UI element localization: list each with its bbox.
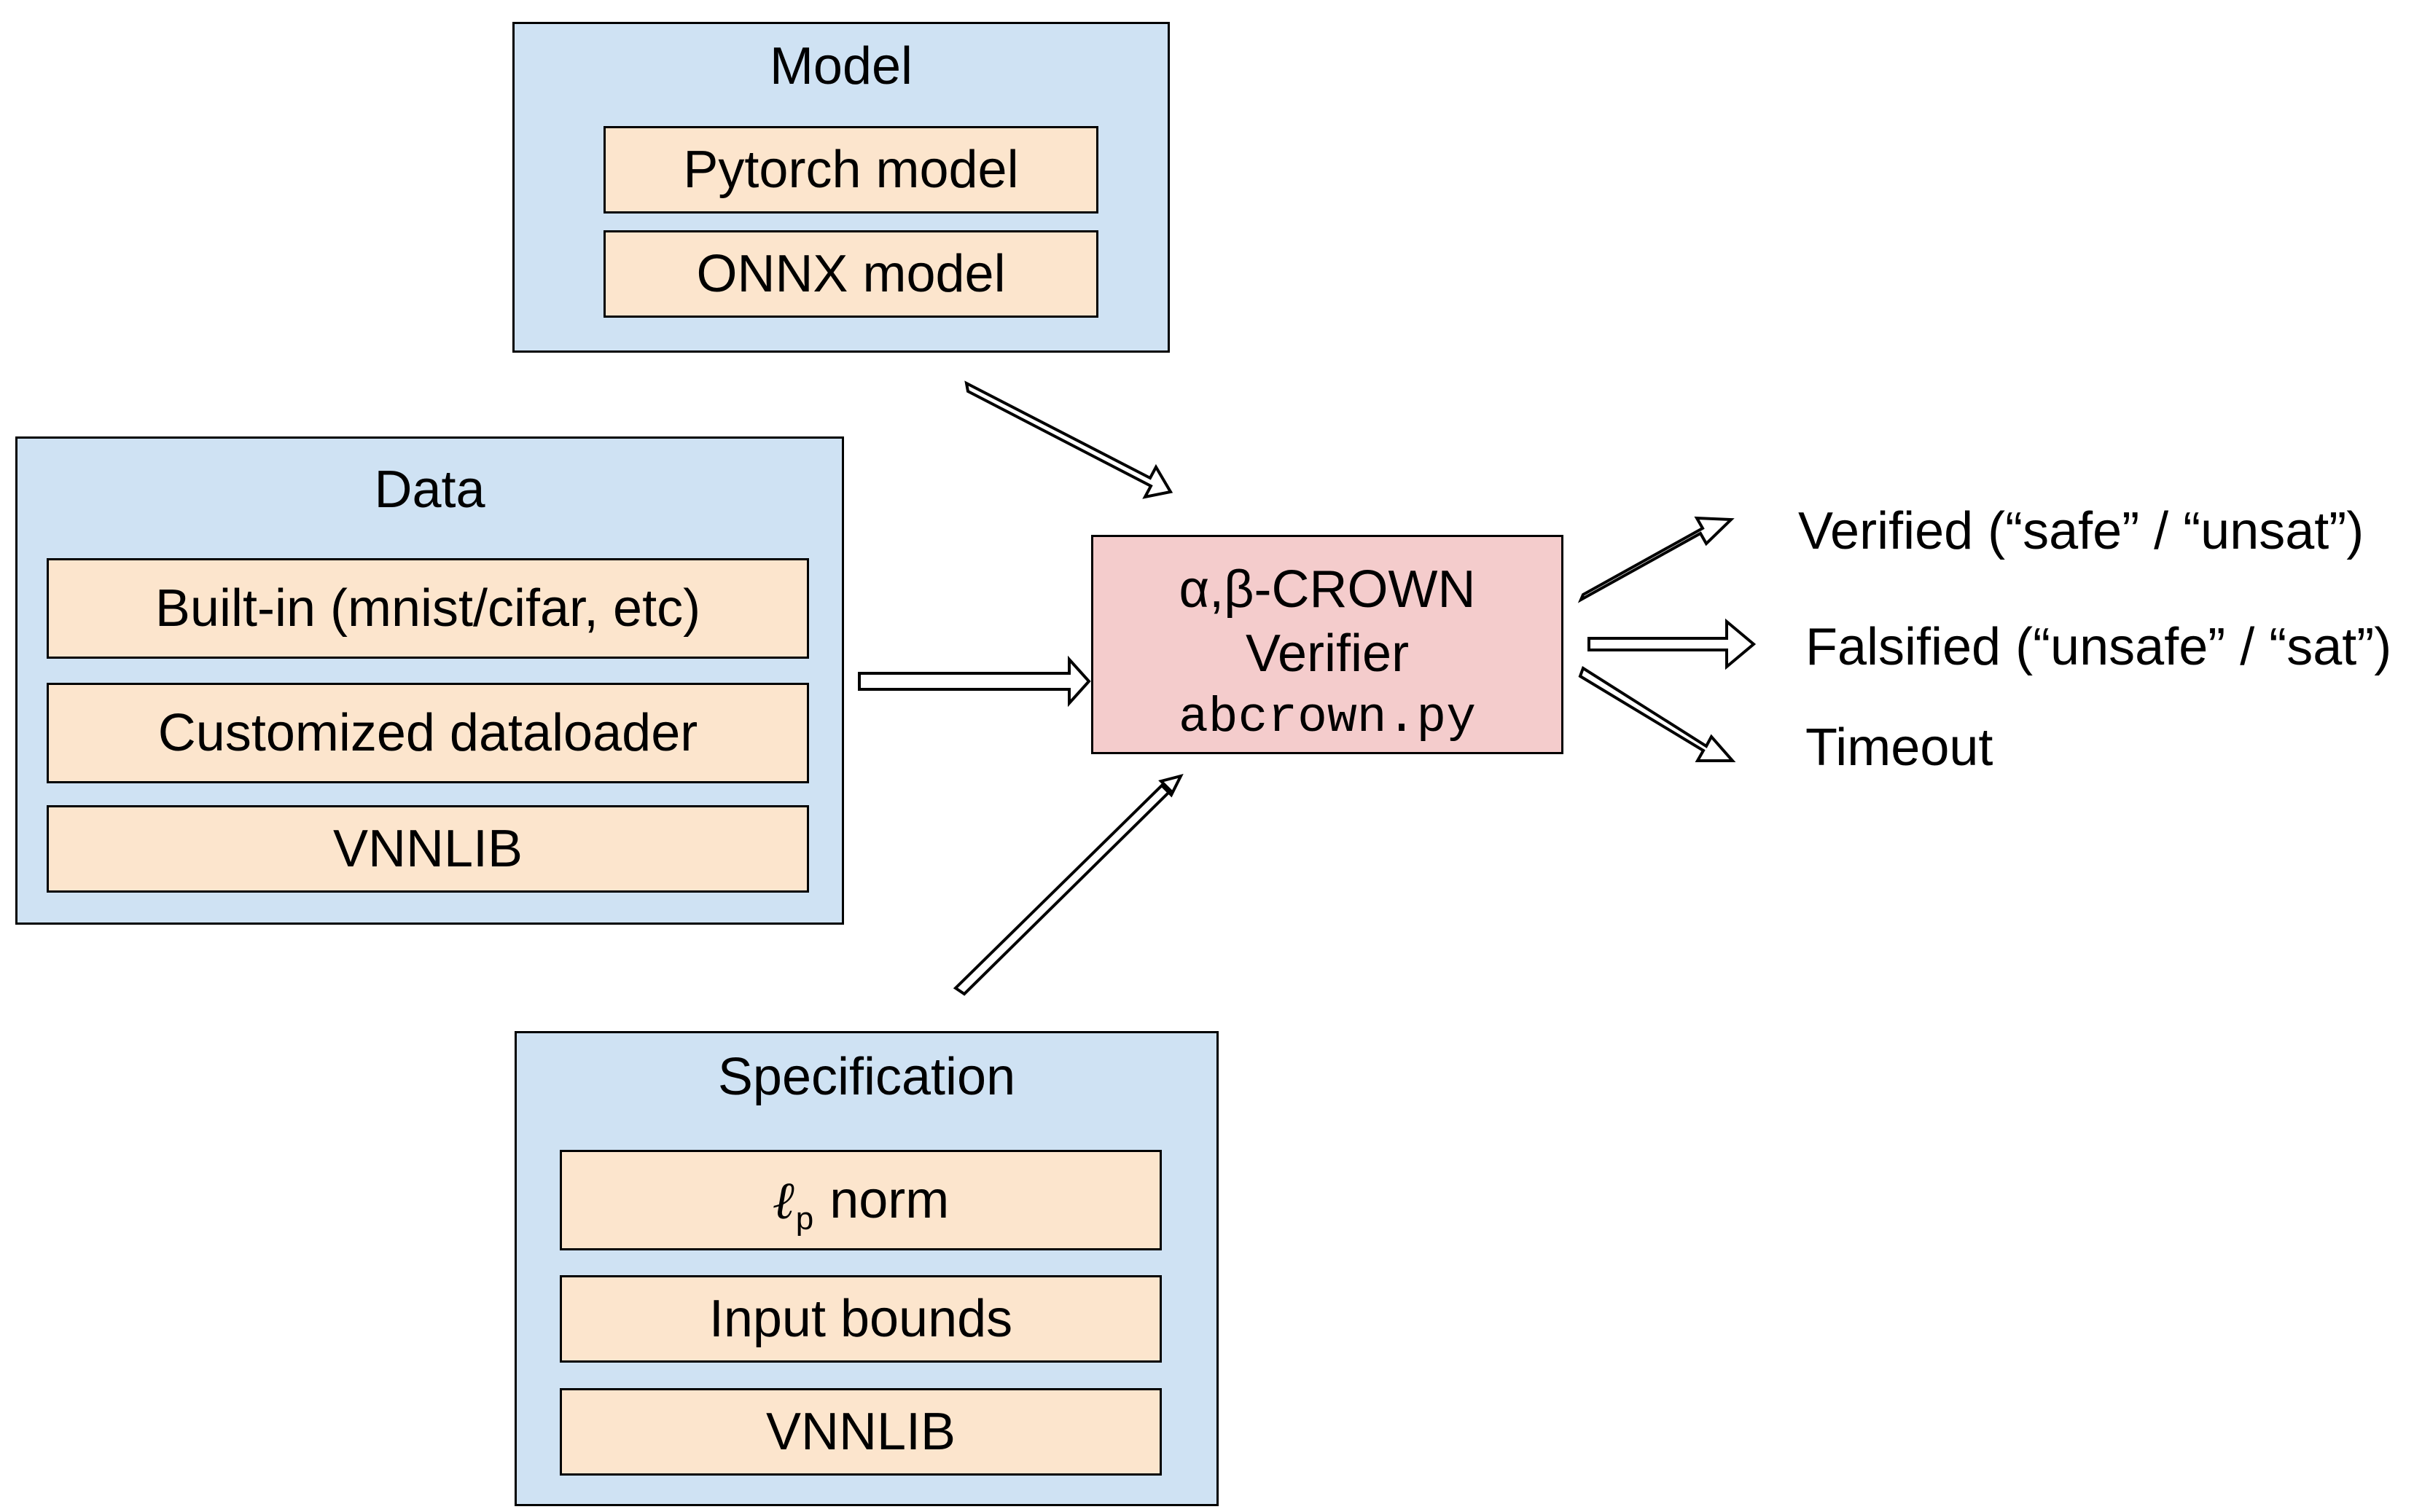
spec-to-verifier-arrow bbox=[953, 773, 1184, 996]
verifier-label: Verifier bbox=[1245, 624, 1410, 683]
lp-subscript: p bbox=[795, 1201, 814, 1237]
data-title: Data bbox=[374, 461, 485, 519]
custom-dataloader-box: Customized dataloader bbox=[47, 683, 809, 783]
timeout-outcome-arrow bbox=[1578, 665, 1736, 762]
data-to-verifier-arrow bbox=[858, 655, 1091, 708]
abcrown-verifier-box: α,β-CROWN Verifier abcrown.py bbox=[1091, 535, 1563, 754]
lp-symbol: ℓ bbox=[772, 1169, 794, 1231]
model-to-verifier-arrow bbox=[964, 380, 1173, 499]
falsified-outcome-arrow bbox=[1587, 618, 1757, 670]
model-title: Model bbox=[769, 37, 913, 95]
builtin-data-box: Built-in (mnist/cifar, etc) bbox=[47, 558, 809, 659]
onnx-model-box: ONNX model bbox=[604, 230, 1098, 318]
lp-norm-label: norm bbox=[829, 1171, 950, 1229]
input-bounds-box: Input bounds bbox=[560, 1275, 1162, 1363]
spec-vnnlib-box: VNNLIB bbox=[560, 1388, 1162, 1476]
specification-title: Specification bbox=[717, 1048, 1016, 1106]
verifier-name: α,β-CROWN bbox=[1179, 560, 1476, 619]
pytorch-model-box: Pytorch model bbox=[604, 126, 1098, 214]
verified-outcome-arrow bbox=[1577, 516, 1735, 603]
verifier-filename: abcrown.py bbox=[1178, 690, 1477, 746]
falsified-outcome: Falsified (“unsafe” / “sat”) bbox=[1805, 618, 2392, 676]
data-vnnlib-box: VNNLIB bbox=[47, 805, 809, 893]
timeout-outcome: Timeout bbox=[1805, 718, 1993, 777]
verified-outcome: Verified (“safe” / “unsat”) bbox=[1798, 502, 2364, 560]
